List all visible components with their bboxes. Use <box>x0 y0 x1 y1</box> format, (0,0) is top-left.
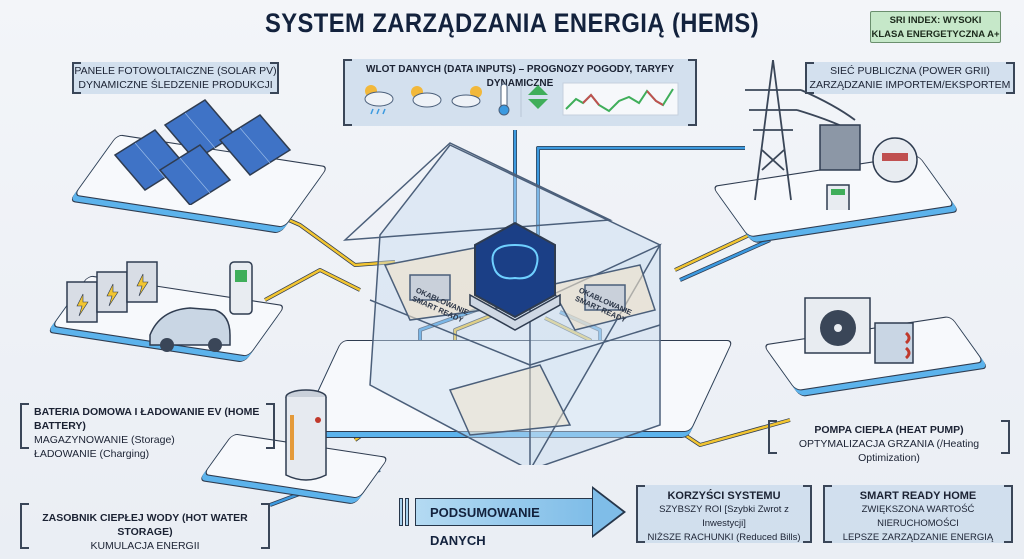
sri-index-badge: SRI INDEX: WYSOKI KLASA ENERGETYCZNA A+ <box>870 11 1001 43</box>
battery-label: BATERIA DOMOWA I ŁADOWANIE EV (HOME BATT… <box>20 403 275 460</box>
hot-water-label: ZASOBNIK CIEPŁEJ WODY (HOT WATER STORAGE… <box>20 503 270 552</box>
transformer-icon <box>819 124 861 171</box>
up-down-arrows-icon <box>528 85 548 109</box>
page-title: SYSTEM ZARZĄDZANIA ENERGIĄ (HEMS) <box>264 8 760 38</box>
sun-cloud-icon <box>451 86 482 108</box>
electric-car-icon <box>149 307 231 346</box>
smart-ready-home-box: SMART READY HOME ZWIĘKSZONA WARTOŚĆ NIER… <box>823 485 1013 543</box>
power-grid-icon <box>745 60 918 210</box>
heat-pump-label: POMPA CIEPŁA (HEAT PUMP) OPTYMALIZACJA G… <box>768 420 1010 464</box>
brain-icon <box>491 243 539 280</box>
candlestick-chart-icon <box>562 82 679 116</box>
summary-arrow-tail <box>399 498 411 526</box>
heat-pump-icon <box>804 297 914 364</box>
smart-house-icon <box>342 142 662 465</box>
rain-cloud-icon <box>364 85 394 115</box>
water-heater-icon <box>285 389 327 481</box>
ev-charger-icon <box>229 261 253 315</box>
home-battery-icon <box>66 261 253 352</box>
partly-cloudy-icon <box>411 86 442 108</box>
data-inputs-panel: WLOT DANYCH (DATA INPUTS) – PROGNOZY POG… <box>343 59 697 126</box>
benefits-box: KORZYŚCI SYSTEMU SZYBSZY ROI [Szybki Zwr… <box>636 485 812 543</box>
thermometer-icon <box>498 83 510 116</box>
solar-label: PANELE FOTOWOLTAICZNE (SOLAR PV) DYNAMIC… <box>72 62 279 94</box>
grid-label: SIEĆ PUBLICZNA (POWER GRII) ZARZĄDZANIE … <box>805 62 1015 94</box>
hems-hub <box>469 221 561 331</box>
summary-arrow: PODSUMOWANIE DANYCH <box>415 498 593 548</box>
solar-panels-icon <box>113 99 292 205</box>
